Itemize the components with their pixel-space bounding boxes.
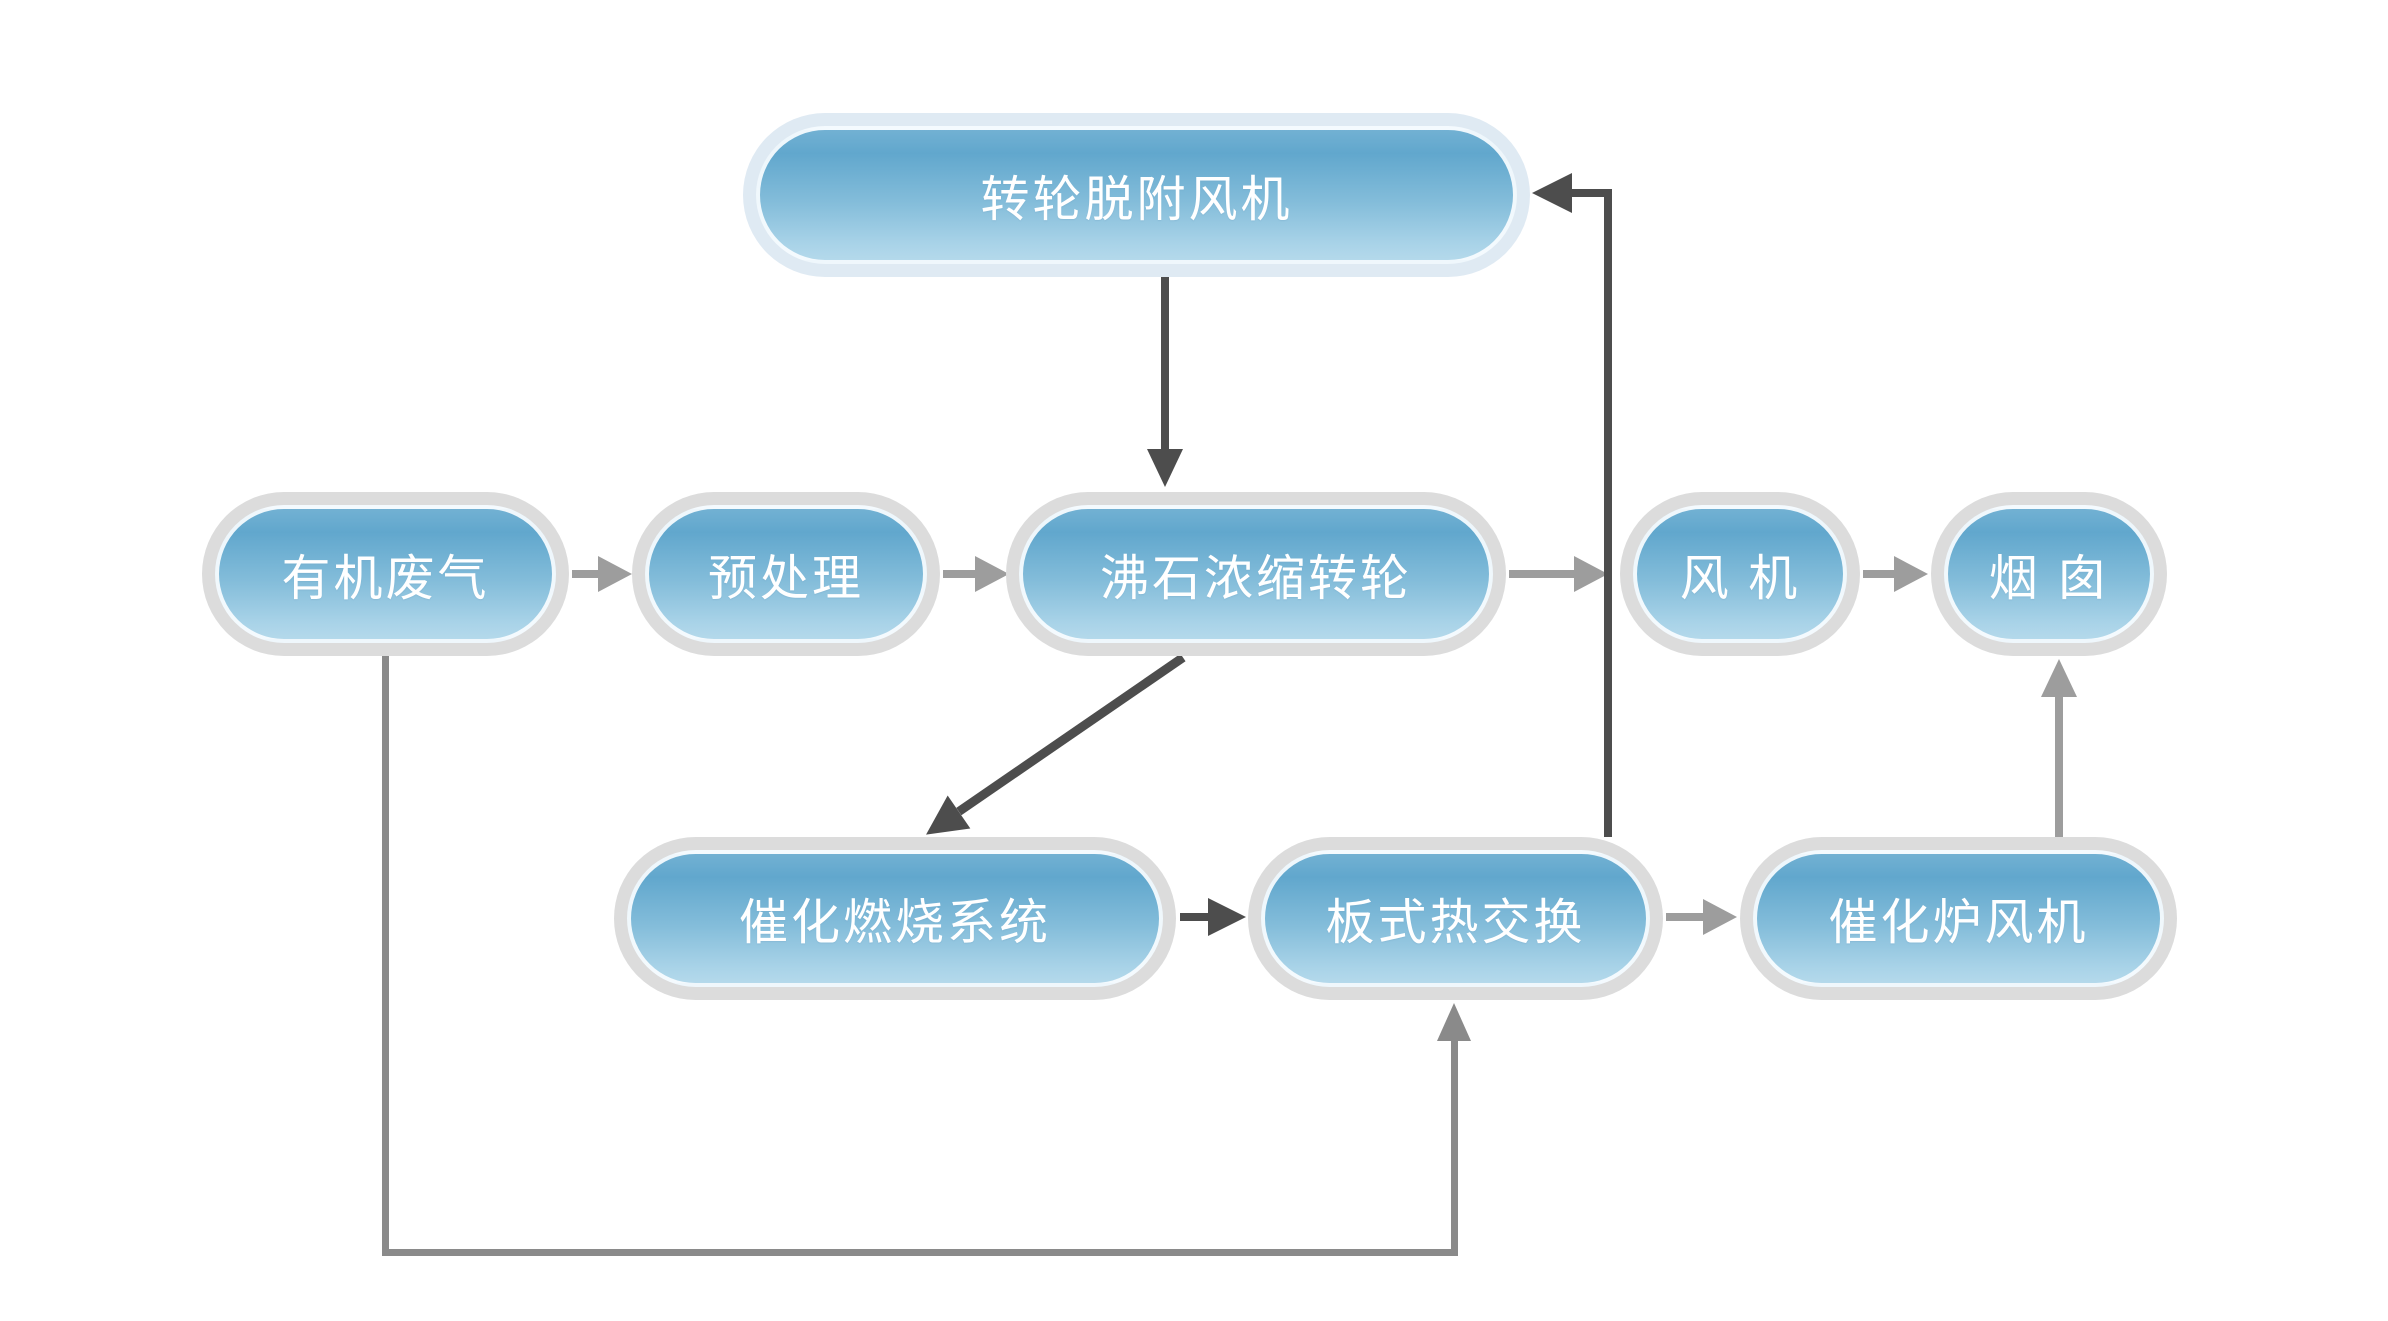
return-plate-to-desorption-head [1532, 173, 1572, 213]
arrow-plate-to-furnacefan-stem [1666, 913, 1703, 921]
arrow-furnacefan-to-chimney-head [2041, 659, 2077, 697]
node-pretreatment: 预处理 [632, 492, 940, 656]
arrow-desorption-to-rotor-head [1147, 449, 1183, 487]
node-catalytic-furnace-fan: 催化炉风机 [1740, 837, 2177, 1000]
node-organic-waste-gas-label: 有机废气 [215, 505, 556, 643]
arrow-combustion-to-plate-head [1208, 898, 1246, 936]
node-fan-label: 风 机 [1633, 505, 1847, 643]
arrow-plate-to-furnacefan-head [1703, 899, 1737, 935]
node-pretreatment-label: 预处理 [645, 505, 927, 643]
node-fan: 风 机 [1620, 492, 1860, 656]
node-chimney: 烟 囱 [1931, 492, 2167, 656]
node-chimney-label: 烟 囱 [1944, 505, 2154, 643]
loop-organic-to-plate-vertical-left [382, 656, 389, 1252]
node-catalytic-combustion: 催化燃烧系统 [614, 837, 1176, 1000]
arrow-desorption-to-rotor-stem [1161, 277, 1169, 449]
loop-organic-to-plate-horizontal [382, 1249, 1458, 1256]
node-zeolite-rotor-label: 沸石浓缩转轮 [1019, 505, 1493, 643]
arrow-organic-to-pretreatment-stem [572, 570, 598, 578]
arrow-fan-to-chimney-head [1894, 556, 1928, 592]
node-catalytic-furnace-fan-label: 催化炉风机 [1753, 850, 2164, 987]
arrow-rotor-to-fan-stem [1509, 570, 1574, 578]
node-desorption-fan: 转轮脱附风机 [743, 113, 1530, 277]
arrow-rotor-to-fan-head [1574, 556, 1608, 592]
loop-organic-to-plate-head [1437, 1003, 1471, 1041]
node-catalytic-combustion-label: 催化燃烧系统 [627, 850, 1163, 987]
node-zeolite-rotor: 沸石浓缩转轮 [1006, 492, 1506, 656]
node-plate-heat-exchanger-label: 板式热交换 [1261, 850, 1650, 987]
return-plate-to-desorption-vertical [1604, 189, 1612, 837]
loop-organic-to-plate-vertical-right [1451, 1041, 1458, 1256]
arrow-pretreatment-to-rotor-head [975, 556, 1009, 592]
arrow-furnacefan-to-chimney-stem [2055, 697, 2063, 841]
node-plate-heat-exchanger: 板式热交换 [1248, 837, 1663, 1000]
arrow-rotor-to-combustion-stem [956, 653, 1186, 816]
arrow-pretreatment-to-rotor-stem [943, 570, 975, 578]
node-organic-waste-gas: 有机废气 [202, 492, 569, 656]
arrow-fan-to-chimney-stem [1863, 570, 1894, 578]
arrow-organic-to-pretreatment-head [598, 556, 632, 592]
arrow-combustion-to-plate-stem [1180, 913, 1208, 921]
return-plate-to-desorption-horizontal [1572, 189, 1612, 197]
node-desorption-fan-label: 转轮脱附风机 [756, 126, 1517, 264]
